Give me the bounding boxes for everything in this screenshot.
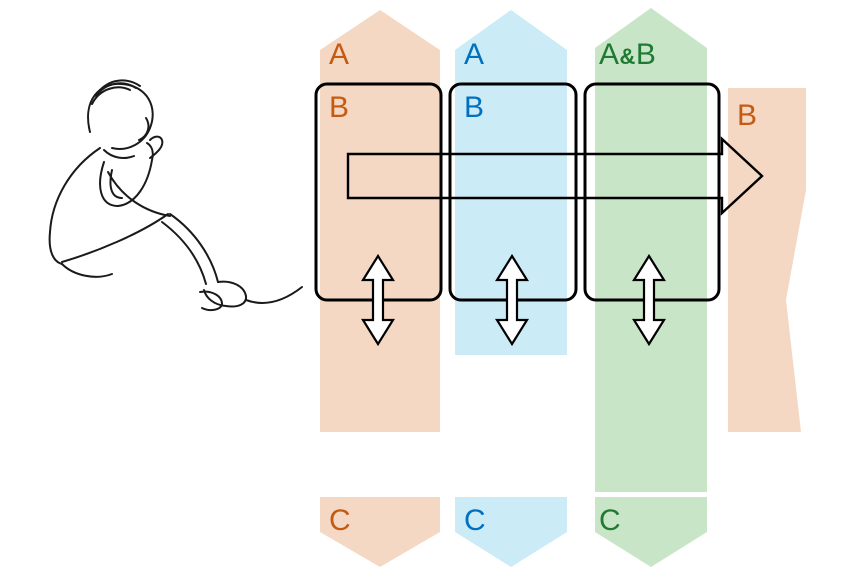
vertical-double-arrow-icon-1 xyxy=(361,253,395,347)
vertical-double-arrow-icon-2 xyxy=(495,253,529,347)
label-col3-top-b: B xyxy=(635,38,657,71)
label-col1-bottom: C xyxy=(329,504,352,537)
label-col1-mid: B xyxy=(329,91,350,124)
label-col2-bottom: C xyxy=(464,504,487,537)
horizontal-flow-arrow-icon xyxy=(346,136,764,216)
label-col1-top: A xyxy=(329,38,350,71)
label-col3-bottom: C xyxy=(599,504,622,537)
peach-band xyxy=(320,10,440,432)
seated-person-icon xyxy=(48,79,303,312)
bottom-chevron-peach xyxy=(320,497,440,567)
bottom-chevron-green xyxy=(595,497,707,567)
label-right-band: B xyxy=(737,99,758,132)
bottom-chevron-blue xyxy=(455,497,567,567)
green-band xyxy=(595,8,707,492)
label-col3-top-a: A xyxy=(599,38,620,71)
label-col2-mid: B xyxy=(464,91,485,124)
blue-band xyxy=(455,10,567,355)
right-peach-ribbon xyxy=(728,88,806,432)
label-col3-top: A&B xyxy=(599,40,656,70)
label-col3-top-amp: & xyxy=(619,44,636,69)
label-col2-top: A xyxy=(464,38,485,71)
vertical-double-arrow-icon-3 xyxy=(632,253,666,347)
